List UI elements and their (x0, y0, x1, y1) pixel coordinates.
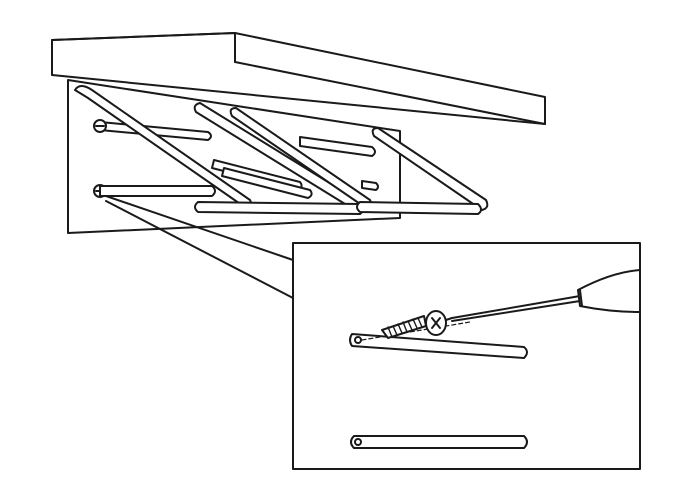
rack-rod-4 (371, 127, 489, 211)
upper-rail-right (299, 136, 376, 157)
callout-leaders (105, 195, 294, 299)
screwdriver-icon (445, 269, 641, 322)
detail-bracket-upper (349, 333, 528, 359)
detail-bracket-lower (350, 435, 528, 449)
detail-callout-box (292, 242, 641, 470)
wall-tab-upper (361, 180, 379, 191)
wall-screw-upper (93, 119, 107, 133)
lower-rail-left (99, 185, 216, 197)
front-rail-right (356, 201, 482, 215)
front-rail-left (194, 201, 364, 215)
screw-icon (381, 310, 447, 339)
inner-bar-2 (221, 167, 313, 199)
screw-guide-line (361, 321, 471, 341)
shelf-board (51, 32, 546, 125)
